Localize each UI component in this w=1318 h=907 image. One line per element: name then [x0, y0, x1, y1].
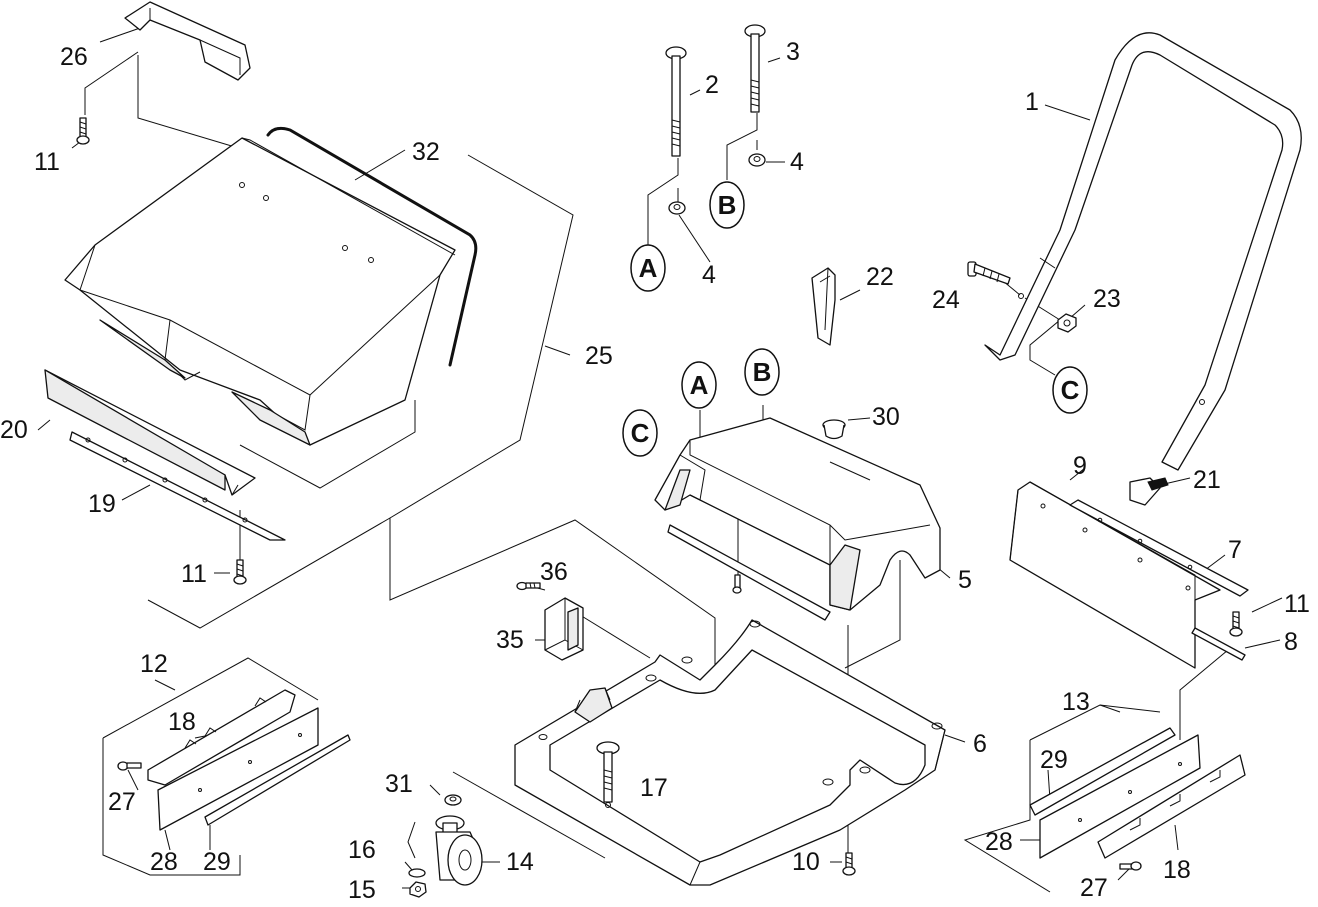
callout-21: 21: [1193, 466, 1221, 494]
part-28-plate-right: [1039, 734, 1201, 859]
callout-13: 13: [1062, 688, 1090, 716]
marker-b-body: B: [744, 348, 780, 396]
part-11-screw-mid: [233, 559, 247, 585]
callout-11-right: 11: [1284, 590, 1310, 618]
marker-a-body: A: [681, 361, 717, 409]
part-15-nut: [409, 881, 427, 898]
callout-18-right: 18: [1163, 856, 1191, 884]
callout-27-left: 27: [108, 788, 136, 816]
part-18-holder-left: [147, 689, 296, 786]
callout-28-right: 28: [985, 828, 1013, 856]
callout-14: 14: [506, 848, 534, 876]
cover-lid: [64, 137, 456, 446]
callout-4-a: 4: [702, 261, 716, 289]
part-35-bracket: [544, 597, 584, 661]
callout-2: 2: [705, 71, 719, 99]
callout-36: 36: [540, 558, 568, 586]
callout-20: 20: [0, 416, 28, 444]
callout-32: 32: [412, 138, 440, 166]
callout-3: 3: [786, 38, 800, 66]
callout-27-right: 27: [1080, 874, 1108, 902]
part-7-strip: [1069, 499, 1249, 597]
part-6-frame: [514, 619, 946, 886]
marker-c-handle: C: [1052, 366, 1088, 414]
callout-29-right: 29: [1040, 746, 1068, 774]
svg-text:A: A: [639, 253, 658, 283]
callout-7: 7: [1228, 536, 1242, 564]
marker-c-body: C: [622, 409, 658, 457]
callout-25: 25: [585, 342, 613, 370]
part-30-plug: [822, 419, 846, 440]
callout-24: 24: [932, 286, 960, 314]
part-4-nut-a: [668, 201, 686, 215]
marker-b-top: B: [709, 181, 745, 229]
svg-text:C: C: [631, 418, 650, 448]
marker-a-top: A: [630, 244, 666, 292]
part-26-carry-handle: [124, 1, 251, 81]
svg-text:B: B: [718, 190, 737, 220]
callout-5: 5: [958, 566, 972, 594]
part-18-holder-right: [1097, 754, 1246, 859]
callout-30: 30: [872, 403, 900, 431]
callout-29-left: 29: [203, 848, 231, 876]
part-31-washer: [444, 794, 462, 806]
part-10-screw: [842, 852, 856, 876]
part-27-screw-left: [117, 761, 142, 771]
part-5-body-strip: [667, 524, 831, 621]
callout-18-left: 18: [168, 708, 196, 736]
part-32-gasket: [266, 126, 478, 367]
callout-10: 10: [792, 848, 820, 876]
callout-26: 26: [60, 43, 88, 71]
assembly-lines: [37, 27, 1283, 893]
part-3-bolt: [744, 24, 766, 113]
part-11-screw-right: [1229, 611, 1243, 637]
part-5-main-body: [654, 417, 941, 611]
callout-17: 17: [640, 774, 668, 802]
svg-text:A: A: [690, 370, 709, 400]
callout-8: 8: [1284, 628, 1298, 656]
part-28-plate-left: [157, 707, 319, 831]
svg-text:B: B: [753, 357, 772, 387]
part-24-bolt: [967, 261, 1011, 285]
part-29-strip-right: [1029, 727, 1176, 816]
callout-35: 35: [496, 626, 524, 654]
callout-4-b: 4: [790, 148, 804, 176]
part-11-screw-top: [76, 117, 90, 145]
callout-16: 16: [348, 836, 376, 864]
callout-22: 22: [866, 263, 894, 291]
callout-11-mid: 11: [181, 560, 207, 588]
callout-19: 19: [88, 490, 116, 518]
callout-23: 23: [1093, 285, 1121, 313]
part-2-bolt: [665, 46, 687, 157]
part-14-castor: [435, 815, 483, 886]
part-8-rod: [1191, 627, 1246, 661]
callout-31: 31: [385, 770, 413, 798]
part-36-screw: [516, 581, 541, 591]
part-5-screw: [732, 574, 742, 594]
part-20-strip: [44, 369, 256, 496]
part-17-bolt: [596, 741, 620, 808]
callout-labels: 26 11 32 2 3 4 4 1 22 24 23 25 20 30 9 2…: [0, 38, 1310, 904]
part-16-washer: [408, 868, 426, 878]
part-23-nut: [1057, 313, 1077, 333]
part-1-push-handle: [984, 32, 1302, 471]
part-27-screw-right: [1119, 861, 1142, 871]
part-21-bracket: [1129, 477, 1169, 506]
callout-11-top: 11: [34, 148, 60, 176]
callout-28-left: 28: [150, 848, 178, 876]
callout-12: 12: [140, 650, 168, 678]
svg-text:C: C: [1061, 375, 1080, 405]
part-19-blade: [69, 431, 286, 541]
part-4-nut-b: [748, 153, 766, 167]
callout-9: 9: [1073, 452, 1087, 480]
part-29-strip-left: [204, 734, 351, 826]
callout-15: 15: [348, 876, 376, 904]
callout-6: 6: [973, 730, 987, 758]
part-22-clip: [811, 267, 836, 346]
callout-1: 1: [1025, 88, 1039, 116]
part-9-side-panel: [1009, 481, 1221, 669]
